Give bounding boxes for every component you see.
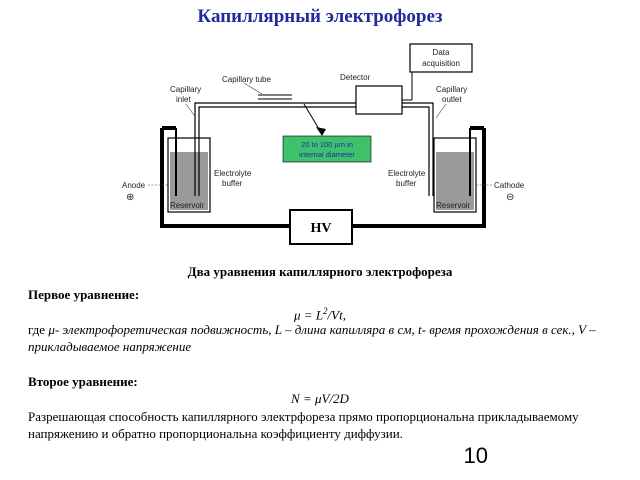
electrolyte-right-label: Electrolyte (388, 169, 426, 178)
data-acquisition-label: Data (433, 48, 450, 57)
data-acquisition-box (409, 43, 473, 73)
equation-1-label: Первое уравнение: (28, 287, 140, 302)
capillary-inlet-label: Capillary (170, 85, 201, 94)
reservoir-right-label: Reservoir (436, 201, 471, 210)
page-number: 10 (463, 443, 488, 468)
electrolyte-left-label: Electrolyte (214, 169, 252, 178)
anode-label: Anode (122, 181, 146, 190)
equation-1: μ = L2/Vt, (294, 306, 346, 323)
circuit-wire (160, 128, 290, 228)
detector-box (355, 85, 403, 115)
equation-2: N = μV/2D (291, 391, 349, 406)
capillary-tube-label: Capillary tube (222, 75, 271, 84)
hv-box (289, 209, 353, 245)
svg-text:buffer: buffer (396, 179, 417, 188)
hv-label: HV (311, 221, 332, 236)
detector-label: Detector (340, 73, 371, 82)
diameter-note-box (282, 135, 372, 163)
circuit-wire (352, 128, 486, 228)
capillary (198, 106, 430, 196)
diameter-note-line-1: 20 to 100 µm in (301, 140, 353, 149)
equation-2-description: Разрешающая способность капиллярного эле… (28, 409, 579, 441)
cathode-symbol: ⊖ (506, 192, 514, 203)
svg-text:inlet: inlet (176, 95, 191, 104)
cathode-label: Cathode (494, 181, 525, 190)
svg-text:buffer: buffer (222, 179, 243, 188)
svg-text:outlet: outlet (442, 95, 462, 104)
electrolyte-right (436, 152, 474, 210)
svg-text:acquisition: acquisition (422, 59, 460, 68)
capillary-electrophoresis-diagram: HV Reservoir Reservoir Capillary tube Ca… (122, 43, 525, 245)
reservoir-left-label: Reservoir (170, 201, 205, 210)
equation-1-description: где μ- электрофоретическая подвижность, … (28, 322, 596, 354)
capillary (194, 102, 434, 196)
section-subtitle: Два уравнения капиллярного электрофореза (187, 264, 453, 279)
page-title: Капиллярный электрофорез (197, 6, 443, 27)
capillary-outlet-label: Capillary (436, 85, 467, 94)
diameter-note-line-2: internal diameter (299, 150, 355, 159)
anode-symbol: ⊕ (126, 192, 134, 203)
equation-2-label: Второе уравнение: (28, 374, 138, 389)
